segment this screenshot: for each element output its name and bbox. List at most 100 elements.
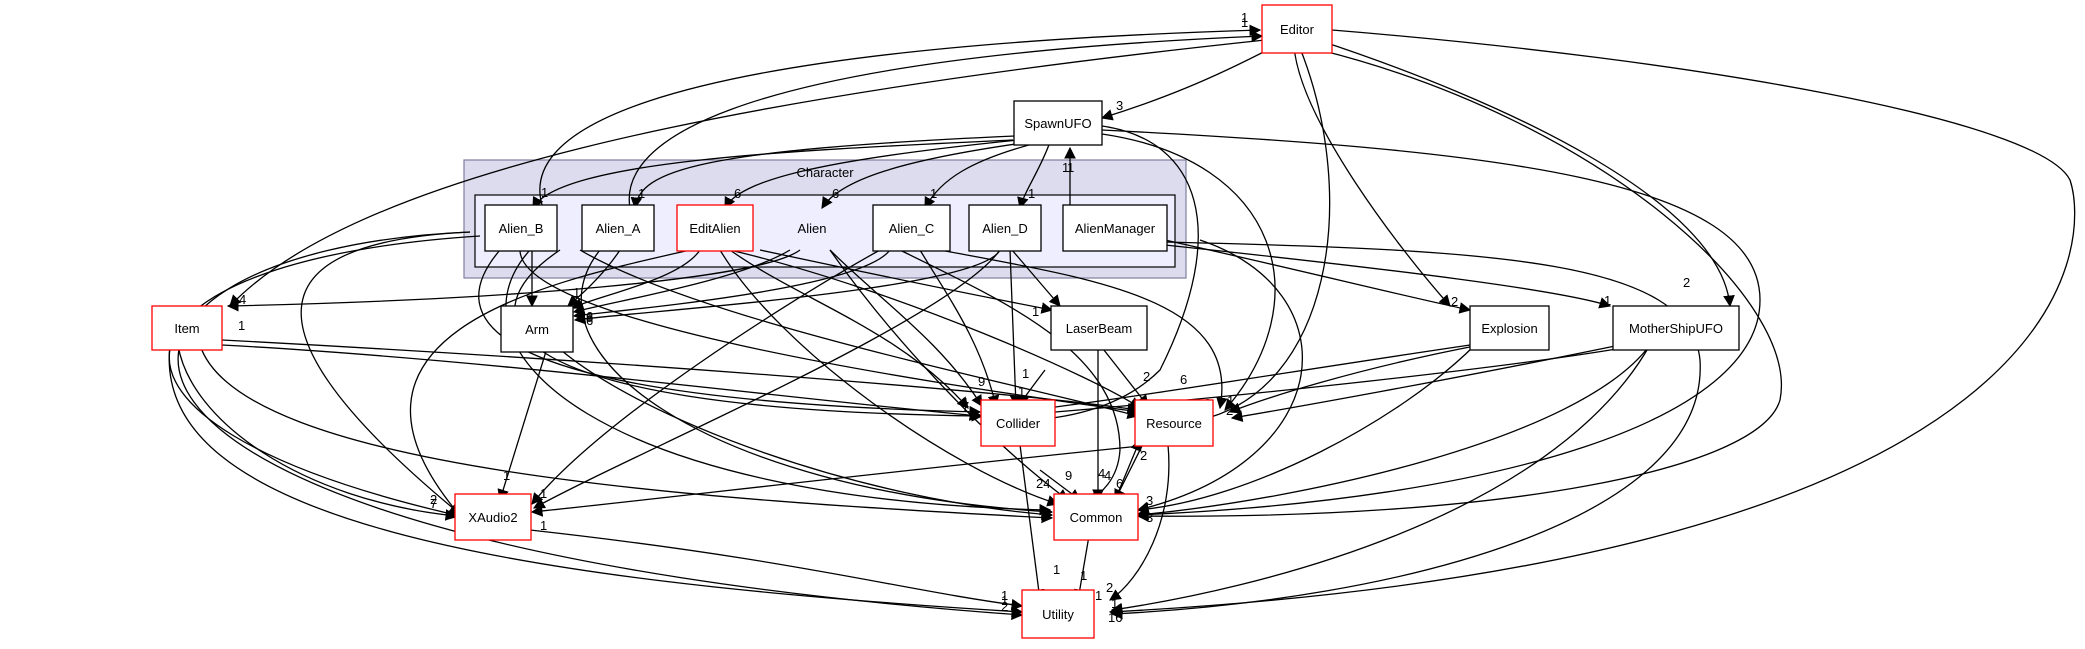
edge	[177, 344, 458, 521]
edge-label: 2	[1140, 448, 1147, 463]
edge	[1136, 49, 1782, 522]
node-box	[1469, 305, 1550, 351]
edge	[199, 344, 1054, 524]
node-box	[980, 399, 1056, 447]
edge	[497, 344, 549, 502]
node-alien-d[interactable]: Alien_D	[968, 204, 1042, 252]
edge	[630, 135, 1016, 210]
node-label: Common	[1070, 510, 1123, 525]
edge	[1074, 529, 1091, 602]
node-arm[interactable]: Arm	[500, 305, 574, 353]
edge	[729, 249, 1141, 409]
node-label: Alien_C	[889, 221, 935, 236]
node-item[interactable]: Item	[151, 305, 223, 351]
node-explosion[interactable]: Explosion	[1469, 305, 1550, 351]
edge	[1108, 29, 2076, 618]
edge	[579, 249, 1140, 420]
node-label: LaserBeam	[1066, 321, 1132, 336]
node-alienmanager[interactable]: AlienManager	[1062, 204, 1168, 252]
edge-label: 9	[978, 374, 985, 389]
edge	[1011, 249, 1061, 307]
edge	[1164, 239, 1472, 314]
edge	[532, 139, 1014, 210]
edge	[821, 141, 1031, 209]
node-xaudio2[interactable]: XAudio2	[454, 493, 532, 541]
edge	[570, 249, 701, 309]
node-label: Alien_B	[499, 221, 544, 236]
node-spawnufo[interactable]: SpawnUFO	[1013, 100, 1103, 146]
edge	[226, 249, 801, 312]
edge-label: 7	[962, 399, 969, 414]
node-resource[interactable]: Resource	[1134, 399, 1214, 447]
edge	[1030, 344, 1641, 419]
node-alien-c[interactable]: Alien_C	[872, 204, 951, 252]
node-alien-b[interactable]: Alien_B	[484, 204, 558, 252]
node-box	[1053, 493, 1139, 541]
edge-label: 1	[1022, 366, 1029, 381]
edge	[724, 139, 1019, 210]
node-box	[1062, 204, 1168, 252]
edge-label: 16	[1108, 610, 1122, 625]
edge-label: 9	[1065, 468, 1072, 483]
edge	[572, 249, 891, 321]
node-editalien[interactable]: EditAlien	[676, 204, 754, 252]
node-label: Explosion	[1481, 321, 1537, 336]
edge	[221, 339, 1140, 415]
node-label: Alien_A	[596, 221, 641, 236]
node-utility[interactable]: Utility	[1021, 589, 1095, 639]
edge	[1017, 141, 1051, 210]
node-label: Collider	[996, 416, 1041, 431]
edge	[729, 249, 969, 409]
node-common[interactable]: Common	[1053, 493, 1139, 541]
edge-label: 6	[586, 309, 593, 324]
edge	[919, 249, 1000, 408]
node-mothershipufo[interactable]: MotherShipUFO	[1612, 305, 1740, 351]
node-box	[1021, 589, 1095, 639]
edge-label: 1	[1080, 568, 1087, 583]
edge-label: 6	[1180, 372, 1187, 387]
edge	[1100, 45, 1276, 121]
edge	[572, 249, 791, 316]
edge	[530, 444, 1151, 517]
edge-label: 1	[1018, 384, 1025, 399]
node-label: AlienManager	[1075, 221, 1156, 236]
edge	[1228, 344, 1481, 414]
node-laserbeam[interactable]: LaserBeam	[1050, 305, 1148, 351]
node-label: Item	[174, 321, 199, 336]
edge	[505, 249, 1052, 516]
edge	[829, 249, 1069, 501]
edge-label: 1	[930, 186, 937, 201]
node-editor[interactable]: Editor	[1261, 4, 1333, 54]
node-box	[500, 305, 574, 353]
edge-label: 1	[1241, 10, 1248, 25]
edge-label: 1	[1053, 562, 1060, 577]
node-label: MotherShipUFO	[1629, 321, 1723, 336]
edge-label: 1	[1001, 588, 1008, 603]
edge	[229, 39, 1266, 307]
edge-label: 4	[1098, 466, 1105, 481]
edge	[829, 249, 983, 407]
edge-label: 1	[638, 186, 645, 201]
edges	[168, 24, 2076, 621]
node-label: Editor	[1280, 22, 1315, 37]
node-collider[interactable]: Collider	[980, 399, 1056, 447]
edge	[939, 249, 1228, 410]
edge	[539, 24, 1262, 209]
edge	[580, 249, 1054, 518]
node-alien-a[interactable]: Alien_A	[581, 204, 655, 252]
edge-label: 8	[586, 310, 593, 325]
node-label: Utility	[1042, 607, 1074, 622]
edge	[478, 249, 982, 418]
node-box	[484, 204, 558, 252]
edge	[1110, 241, 1701, 620]
edge-label: 3	[1146, 510, 1153, 525]
edge	[1028, 344, 1471, 415]
node-label: Alien_D	[982, 221, 1028, 236]
edge-label: 6	[586, 313, 593, 328]
edge-label: 1	[1111, 596, 1118, 611]
edge-label: 1	[1095, 588, 1102, 603]
edge-label: 4	[239, 292, 246, 307]
edge	[567, 249, 621, 307]
edge-label: 1	[540, 518, 547, 533]
